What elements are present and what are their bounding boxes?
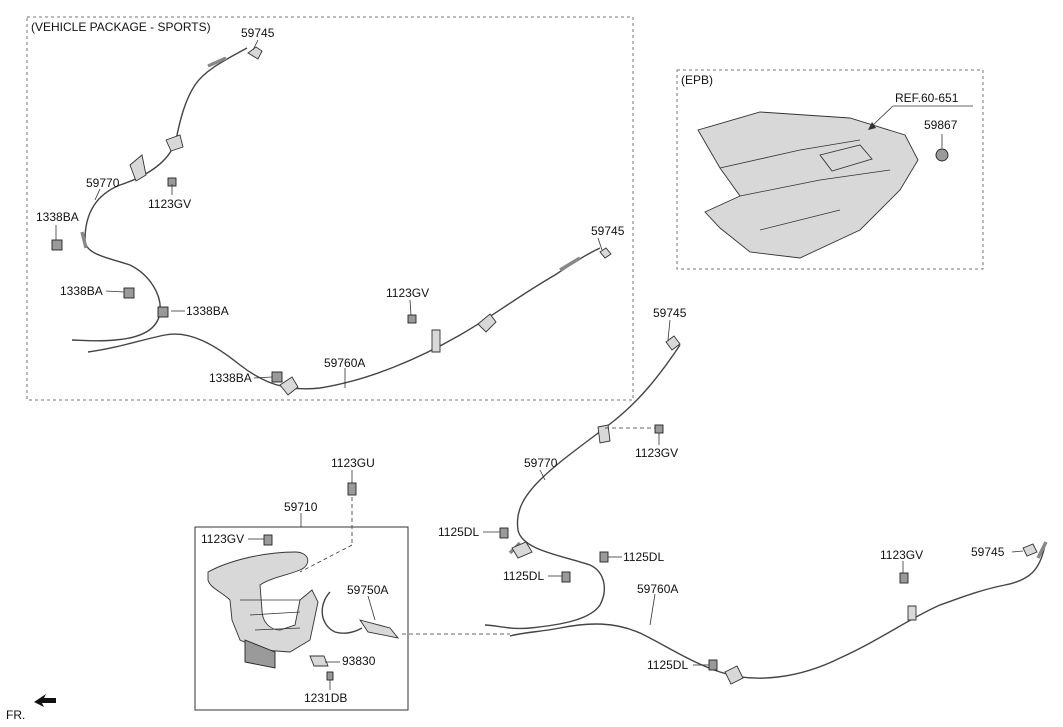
label-1338BA-b: 1338BA [60, 284, 103, 298]
label-59750A: 59750A [347, 583, 388, 597]
label-59770-b: 59770 [524, 456, 558, 470]
bolt-1123GV-b-shape [407, 314, 417, 324]
bolt-1123GV-d-shape [263, 534, 273, 546]
label-59760A-a: 59760A [324, 356, 365, 370]
sports-package-frame [26, 16, 634, 401]
epb-floor-panel [697, 111, 919, 259]
label-ref-60-651: REF.60-651 [895, 91, 959, 105]
label-1125DL-d: 1125DL [647, 658, 688, 672]
bracket-shape-c [431, 329, 441, 353]
label-59760A-b: 59760A [637, 582, 678, 596]
label-59867: 59867 [924, 118, 958, 132]
label-59745-b: 59745 [591, 224, 625, 238]
label-1123GV-b: 1123GV [386, 286, 429, 300]
sports-cable-59770 [71, 47, 248, 342]
main-cable-59760A [509, 541, 1048, 679]
clip-59745-a-shape [247, 46, 263, 60]
bolt-1123GV-c-shape [654, 424, 664, 434]
nut-1338BA-d-shape [271, 371, 283, 383]
epb-frame-title: (EPB) [681, 73, 713, 87]
clip-59745-d-shape [1022, 543, 1038, 557]
label-59710: 59710 [284, 500, 318, 514]
nut-1338BA-a-shape [51, 239, 63, 251]
label-93830: 93830 [342, 654, 376, 668]
label-1125DL-b: 1125DL [623, 550, 664, 564]
bracket-shape-b [165, 134, 184, 152]
bracket-shape-g [907, 605, 917, 621]
grommet-59867-shape [935, 148, 949, 162]
label-1338BA-a: 1338BA [36, 210, 79, 224]
epb-frame [676, 69, 984, 270]
bolt-1231DB-shape [326, 671, 334, 681]
nut-1338BA-c-shape [157, 306, 169, 318]
bracket-shape-a [129, 154, 147, 182]
front-direction-label: FR. [6, 708, 25, 722]
bracket-shape-i [511, 541, 533, 559]
label-1125DL-c: 1125DL [503, 569, 544, 583]
front-arrow-icon [34, 694, 56, 707]
bracket-shape-h [724, 665, 744, 685]
label-1123GU: 1123GU [331, 456, 375, 470]
label-1123GV-a: 1123GV [148, 197, 191, 211]
bracket-93830-shape [309, 655, 329, 667]
sports-cable-59760A [87, 247, 601, 390]
bracket-shape-d [477, 313, 497, 333]
label-1123GV-c: 1123GV [635, 446, 678, 460]
bolt-1125DL-c-shape [561, 571, 571, 583]
nut-1338BA-b-shape [123, 287, 135, 299]
label-59745-d: 59745 [971, 545, 1005, 559]
bolt-1123GU-shape [347, 482, 357, 496]
sports-frame-title: (VEHICLE PACKAGE - SPORTS) [31, 20, 211, 34]
label-59770-a: 59770 [86, 176, 120, 190]
label-59745-a: 59745 [241, 26, 275, 40]
label-1125DL-a: 1125DL [438, 525, 479, 539]
bolt-1125DL-a-shape [499, 527, 509, 539]
label-1338BA-c: 1338BA [186, 304, 229, 318]
equalizer-59750A [321, 591, 400, 639]
label-59745-c: 59745 [653, 306, 687, 320]
bracket-shape-e [279, 376, 299, 396]
label-1231DB: 1231DB [304, 691, 347, 705]
lever-assembly-box [194, 526, 409, 711]
bolt-1125DL-b-shape [599, 551, 609, 563]
label-1123GV-d: 1123GV [201, 532, 244, 546]
bracket-shape-f [597, 424, 611, 444]
label-1338BA-d: 1338BA [209, 371, 252, 385]
label-1123GV-e: 1123GV [880, 548, 923, 562]
parking-brake-lever-59710 [207, 551, 319, 669]
bolt-1125DL-d-shape [708, 659, 718, 671]
bolt-1123GV-e-shape [899, 572, 909, 584]
clip-59745-b-shape [599, 247, 612, 259]
clip-59745-c-shape [665, 335, 681, 351]
